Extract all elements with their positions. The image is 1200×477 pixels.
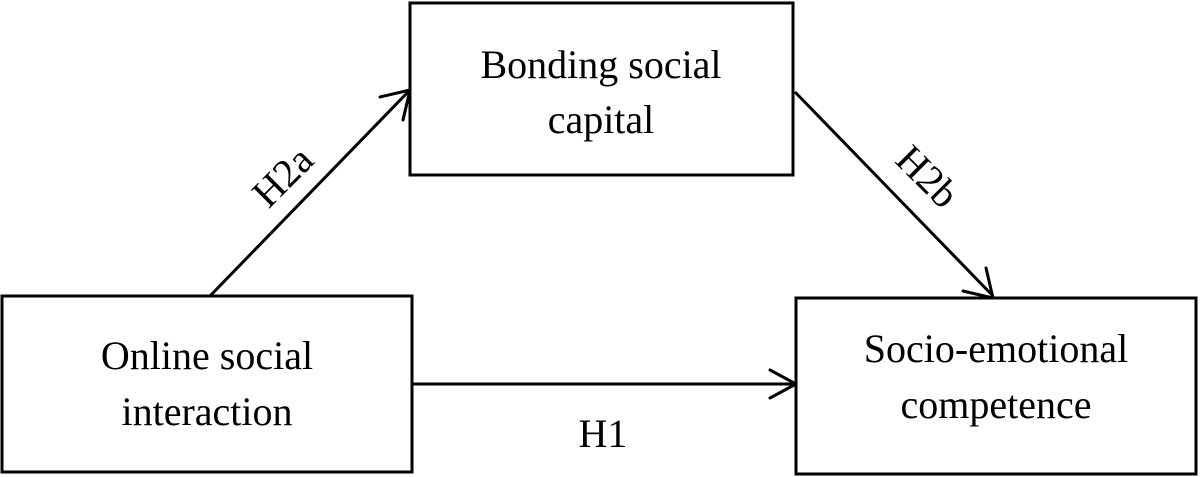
node-predictor-box — [0, 294, 414, 474]
edge-h1-label: H1 — [579, 411, 628, 456]
node-outcome-line-1: Socio-emotional — [864, 326, 1128, 371]
edge-h2a: H2a — [208, 88, 412, 298]
node-predictor: Online social interaction — [0, 294, 414, 474]
edge-h2b-line — [793, 90, 995, 298]
edge-h2b: H2b — [793, 90, 995, 300]
node-mediator-line-2: capital — [548, 97, 655, 142]
edge-h1: H1 — [412, 368, 798, 456]
edge-h2b-label: H2b — [887, 136, 968, 217]
node-mediator-line-1: Bonding social — [480, 42, 721, 87]
node-outcome: Socio-emotional competence — [794, 296, 1198, 476]
edge-h2a-line — [208, 90, 410, 298]
node-outcome-line-2: competence — [901, 382, 1092, 427]
node-mediator-box — [408, 1, 795, 177]
node-mediator: Bonding social capital — [408, 1, 795, 177]
edge-h2a-label: H2a — [243, 137, 322, 216]
node-predictor-line-1: Online social — [101, 333, 313, 378]
node-outcome-box — [794, 296, 1198, 476]
node-predictor-line-2: interaction — [121, 389, 292, 434]
